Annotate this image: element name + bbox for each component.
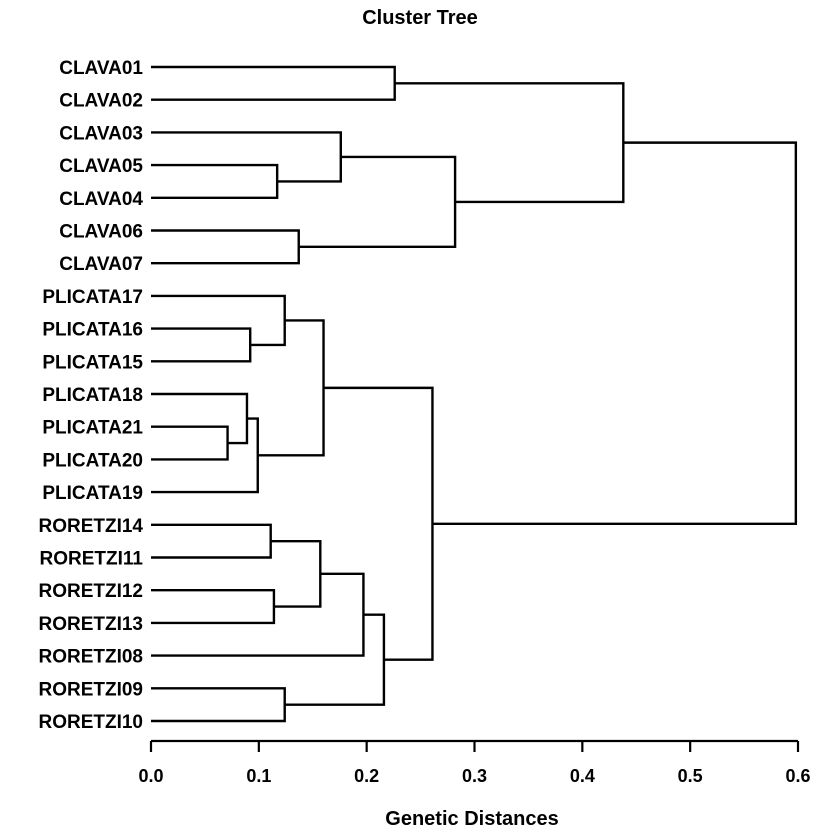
branch-p16_15 [151,327,252,363]
x-tick-label: 0.4 [570,766,595,786]
x-axis-label: Genetic Distances [385,808,558,830]
branch-c01_02 [151,65,396,101]
branch-r09_10 [151,687,286,723]
branch-r14to08 [151,572,365,657]
branch-c03to07 [298,155,457,249]
leaf-label: CLAVA07 [59,254,143,275]
leaf-label: PLICATA19 [42,483,143,504]
branch-r14to13 [270,539,322,608]
leaf-label: RORETZI12 [38,581,143,602]
leaf-label: PLICATA17 [42,287,143,308]
leaf-label: RORETZI08 [38,647,143,668]
branch-plicata [257,319,325,457]
leaf-label: RORETZI13 [38,614,143,635]
branch-p18to19 [151,417,259,494]
x-tick-label: 0.6 [785,766,810,786]
leaf-label: PLICATA20 [42,450,143,471]
x-tick-label: 0.5 [678,766,703,786]
leaf-label: RORETZI09 [38,679,143,700]
leaf-label: RORETZI11 [40,549,144,570]
branch-clava [394,82,625,204]
leaf-labels: CLAVA01CLAVA02CLAVA03CLAVA05CLAVA04CLAVA… [38,58,143,733]
tree-branches [151,65,798,723]
leaf-label: CLAVA05 [59,156,143,177]
branch-p17_1615 [151,294,286,347]
branch-roretzi [284,613,386,706]
leaf-label: PLICATA18 [42,385,143,406]
chart-title: Cluster Tree [362,7,478,29]
branch-root [432,141,798,525]
x-tick-label: 0.0 [138,766,163,786]
leaf-label: CLAVA03 [59,123,143,144]
branch-p18_2120 [151,392,249,445]
leaf-label: CLAVA04 [59,189,143,210]
x-tick-label: 0.3 [462,766,487,786]
x-tick-label: 0.2 [354,766,379,786]
leaf-label: PLICATA16 [42,320,143,341]
leaf-label: PLICATA21 [42,418,143,439]
x-axis-ticks: 0.0 0.1 0.2 0.3 0.4 0.5 0.6 [138,741,811,786]
branch-pli_ror [323,386,434,661]
branch-c03_0504 [151,131,342,183]
leaf-label: CLAVA02 [59,91,143,112]
leaf-label: CLAVA06 [59,222,143,243]
branch-p21_20 [151,425,229,461]
leaf-label: RORETZI10 [38,712,143,733]
branch-c06_07 [151,229,300,265]
branch-r12_13 [151,589,276,625]
leaf-label: PLICATA15 [42,352,143,373]
leaf-label: RORETZI14 [38,516,143,537]
branch-c05_04 [151,163,279,199]
x-tick-label: 0.1 [246,766,271,786]
leaf-label: CLAVA01 [59,58,143,79]
branch-r14_11 [151,523,272,559]
